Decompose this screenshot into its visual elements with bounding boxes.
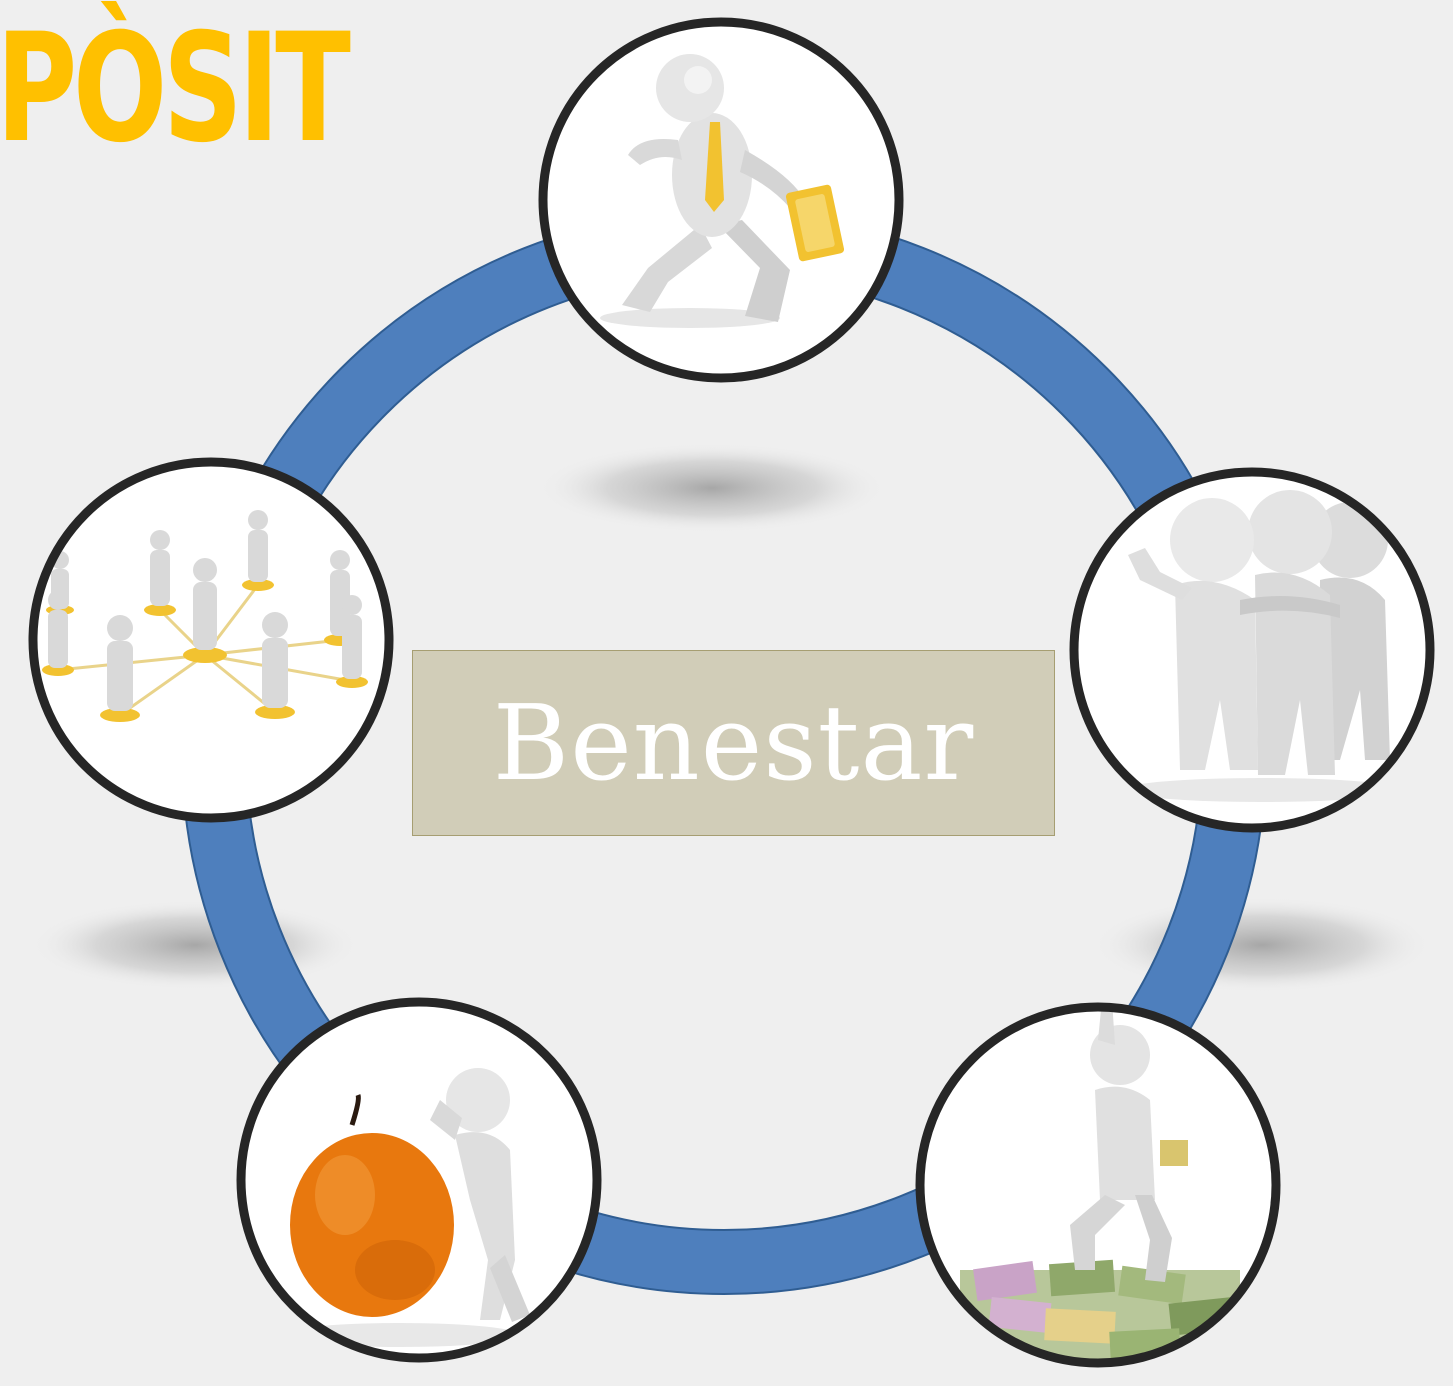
node-social xyxy=(28,457,394,823)
center-label-box: Benestar xyxy=(412,650,1055,836)
apple-health-icon xyxy=(280,1068,530,1347)
shadow-left xyxy=(30,900,360,990)
slide-title: PÒSIT xyxy=(0,2,351,176)
shadow-top xyxy=(537,443,887,533)
node-work xyxy=(538,17,904,383)
node-health xyxy=(236,997,602,1363)
node-friends xyxy=(1069,467,1435,833)
walking-businessman-icon xyxy=(600,54,845,328)
node-money xyxy=(915,1002,1281,1368)
shadow-right xyxy=(1092,897,1432,993)
social-network-icon xyxy=(42,510,368,722)
center-label: Benestar xyxy=(492,682,975,804)
